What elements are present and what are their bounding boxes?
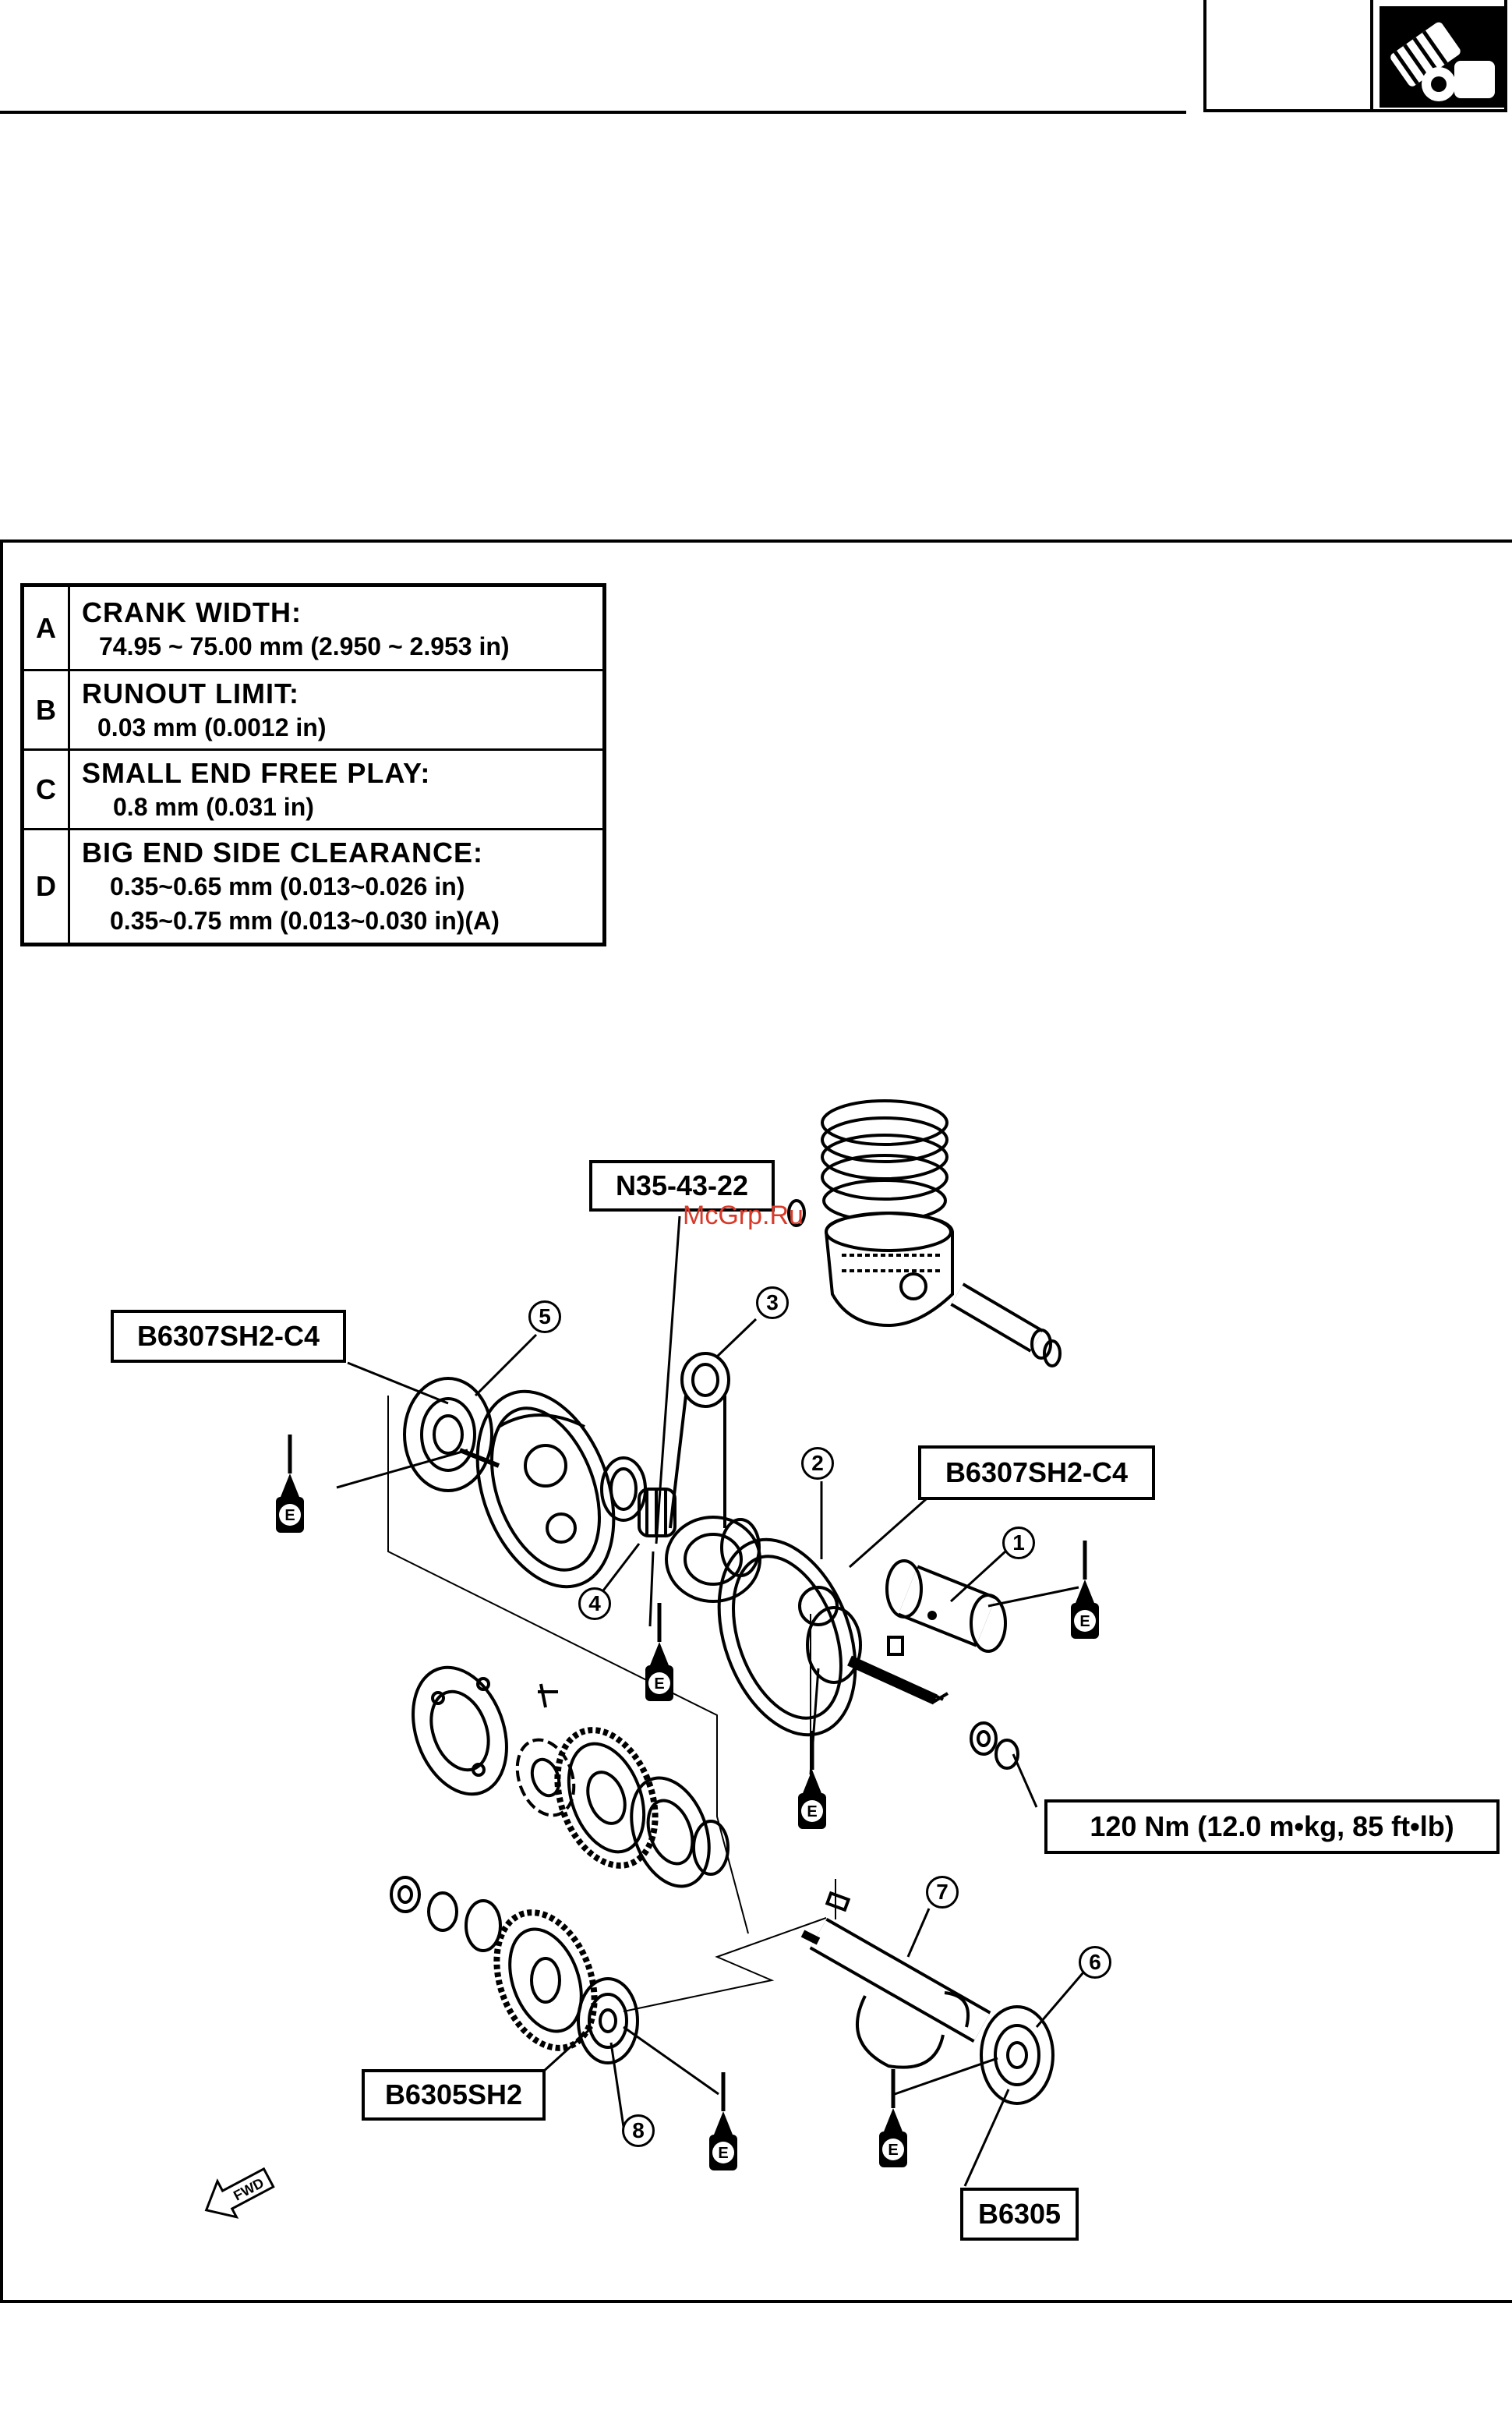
balancer-bearing-right xyxy=(980,2005,1055,2105)
spec-title: SMALL END FREE PLAY: xyxy=(82,757,431,789)
spec-title: CRANK WIDTH: xyxy=(82,596,302,628)
spec-title: BIG END SIDE CLEARANCE: xyxy=(82,837,484,869)
spec-table: A CRANK WIDTH: 74.95 ~ 75.00 mm (2.950 ~… xyxy=(20,583,606,946)
spec-value: 0.35~0.75 mm (0.013~0.030 in)(A) xyxy=(110,907,500,935)
crank-nut xyxy=(970,1721,1019,1770)
oil-mark-label: E xyxy=(888,2142,898,2159)
right-crank-wheel xyxy=(717,1537,949,1737)
oil-mark-icon: E xyxy=(276,1435,304,1533)
spec-value: 0.03 mm (0.0012 in) xyxy=(97,713,327,741)
spec-letter: A xyxy=(24,587,70,669)
connecting-rod xyxy=(665,1352,761,1603)
callout-4: 4 xyxy=(578,1587,611,1620)
oil-mark-icon: E xyxy=(709,2072,737,2170)
needle-bearing xyxy=(600,1456,761,1577)
spec-row-a: A CRANK WIDTH: 74.95 ~ 75.00 mm (2.950 ~… xyxy=(24,587,602,671)
diagram-frame xyxy=(0,540,1512,2303)
oil-mark-label: E xyxy=(654,1675,664,1693)
callout-3: 3 xyxy=(756,1286,789,1319)
callout-2: 2 xyxy=(801,1447,834,1480)
leader-lines xyxy=(336,1215,1085,2187)
header-rule xyxy=(0,111,1186,114)
piston-rings xyxy=(821,1099,949,1222)
oil-mark-label: E xyxy=(284,1507,295,1524)
piston-pin xyxy=(787,1199,1062,1367)
spec-title: RUNOUT LIMIT: xyxy=(82,677,299,709)
drive-plate xyxy=(412,1665,508,1796)
engine-crank-icon xyxy=(1380,6,1504,108)
label-b6307sh2-c4-left: B6307SH2-C4 xyxy=(111,1310,346,1363)
spec-value: 0.8 mm (0.031 in) xyxy=(113,793,314,821)
balancer-bearing-left xyxy=(577,1977,639,2064)
oil-mark-icon: E xyxy=(645,1603,673,1701)
crank-pin xyxy=(885,1559,1007,1653)
spec-letter: D xyxy=(24,830,70,943)
left-bearing xyxy=(403,1377,500,1492)
label-b6307sh2-c4-right: B6307SH2-C4 xyxy=(918,1445,1155,1500)
callout-6: 6 xyxy=(1079,1946,1111,1979)
oil-mark-icon: E xyxy=(1071,1541,1099,1639)
left-crank-wheel xyxy=(475,1389,616,1589)
spec-letter: C xyxy=(24,751,70,828)
primary-gear xyxy=(554,1727,659,1869)
assembly-lines xyxy=(387,1396,836,2012)
section-icon-box xyxy=(1203,0,1507,112)
balancer-shaft xyxy=(800,1891,991,2069)
spacer-plate xyxy=(630,1776,730,1888)
spec-row-c: C SMALL END FREE PLAY: 0.8 mm (0.031 in) xyxy=(24,751,602,830)
callout-7: 7 xyxy=(926,1876,959,1909)
label-n35-43-22: N35-43-22 xyxy=(589,1160,775,1212)
spec-letter: B xyxy=(24,671,70,748)
callout-8: 8 xyxy=(622,2114,655,2147)
spec-value: 0.35~0.65 mm (0.013~0.026 in) xyxy=(110,872,465,900)
spec-row-b: B RUNOUT LIMIT: 0.03 mm (0.0012 in) xyxy=(24,671,602,751)
spec-row-d: D BIG END SIDE CLEARANCE: 0.35~0.65 mm (… xyxy=(24,830,602,943)
callout-1: 1 xyxy=(1002,1527,1035,1559)
balancer-gear xyxy=(493,1909,598,2051)
fwd-arrow-icon: FWD xyxy=(204,2167,275,2219)
oil-mark-label: E xyxy=(1079,1613,1090,1630)
label-b6305sh2: B6305SH2 xyxy=(362,2069,546,2121)
oil-mark-icon: E xyxy=(879,2069,907,2167)
balancer-nut xyxy=(390,1876,502,1952)
label-b6305: B6305 xyxy=(960,2188,1079,2241)
oil-mark-label: E xyxy=(718,2145,728,2162)
callout-5: 5 xyxy=(528,1300,561,1333)
piston xyxy=(824,1211,954,1328)
oil-mark-icon: E xyxy=(798,1731,826,1829)
spec-value: 74.95 ~ 75.00 mm (2.950 ~ 2.953 in) xyxy=(99,632,510,660)
watermark: McGrp.Ru xyxy=(683,1201,804,1230)
oil-mark-label: E xyxy=(807,1803,817,1820)
label-torque: 120 Nm (12.0 m•kg, 85 ft•lb) xyxy=(1044,1799,1500,1854)
